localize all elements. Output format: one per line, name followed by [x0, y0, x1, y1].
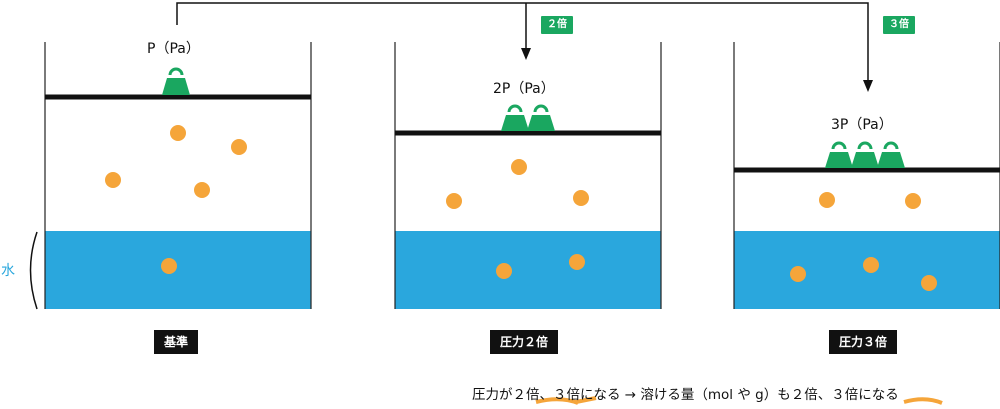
container-3	[733, 42, 1000, 309]
gas-molecule	[511, 159, 527, 175]
weight-icon	[501, 104, 529, 131]
molecules-panel-2	[446, 159, 589, 279]
gas-molecule	[446, 193, 462, 209]
caption-pressure-2x: 圧力２倍	[490, 330, 559, 354]
gas-molecule	[194, 182, 210, 198]
water-fill-2	[395, 231, 661, 309]
arrow-down-icon	[863, 80, 873, 92]
gas-molecule	[905, 193, 921, 209]
multiplier-badge-3x: ３倍	[883, 16, 915, 34]
dissolved-molecule	[161, 258, 177, 274]
weight-icon	[851, 141, 879, 168]
molecules-panel-3	[790, 192, 937, 291]
caption-pressure-3x: 圧力３倍	[829, 330, 898, 354]
gas-molecule	[819, 192, 835, 208]
gas-molecule	[573, 190, 589, 206]
water-fill-1	[45, 231, 311, 309]
container-2	[394, 42, 662, 309]
multiplier-badge-2x: ２倍	[541, 16, 573, 34]
dissolved-molecule	[569, 254, 585, 270]
arrow-down-icon	[521, 48, 531, 60]
highlight-mark	[535, 397, 579, 405]
gas-molecule	[105, 172, 121, 188]
container-1	[44, 42, 312, 309]
dissolved-molecule	[790, 266, 806, 282]
weight-icon	[162, 67, 190, 95]
dissolved-molecule	[496, 263, 512, 279]
caption-baseline: 基準	[154, 330, 199, 354]
pressure-label-2: 2P（Pa）	[493, 81, 555, 97]
highlight-mark	[903, 397, 943, 405]
water-label: 水	[1, 263, 15, 279]
conclusion-text: 圧力が２倍、３倍になる → 溶ける量（mol や g）も２倍、３倍になる	[472, 387, 899, 403]
dissolved-molecule	[863, 257, 879, 273]
gas-molecule	[231, 139, 247, 155]
dissolved-molecule	[921, 275, 937, 291]
molecules-panel-1	[105, 125, 247, 274]
highlight-mark	[575, 396, 597, 404]
water-bracket	[29, 231, 38, 310]
weight-icon	[527, 104, 555, 131]
pressure-label-3: 3P（Pa）	[831, 117, 893, 133]
weight-icon	[825, 141, 853, 168]
connector-lines	[176, 2, 869, 82]
pressure-label-1: P（Pa）	[147, 41, 200, 57]
gas-molecule	[170, 125, 186, 141]
weight-icon	[877, 141, 905, 168]
